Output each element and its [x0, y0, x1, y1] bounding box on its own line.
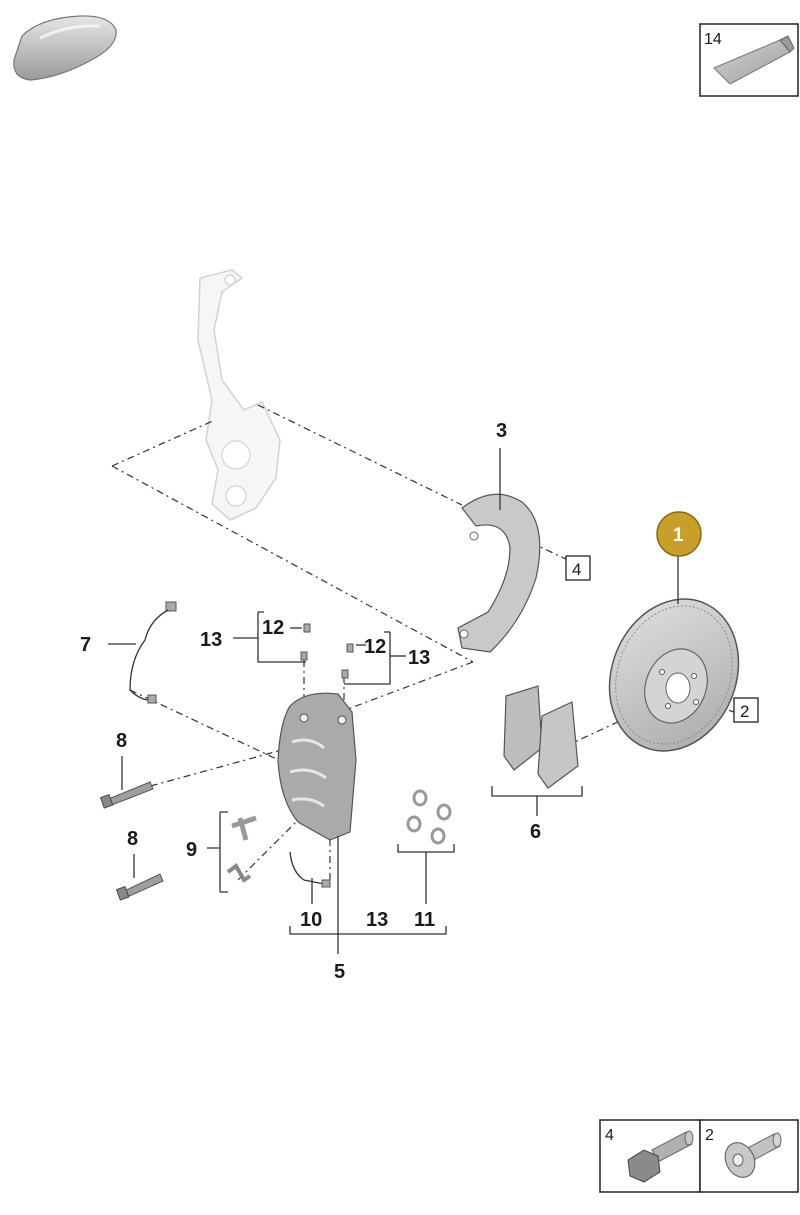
steering-knuckle	[197, 269, 281, 521]
label-3: 3	[496, 420, 507, 442]
grease-tube-icon	[713, 35, 795, 85]
bleeder-screws	[300, 623, 354, 679]
label-2: 2	[740, 702, 749, 721]
label-2-box[interactable]: 2	[733, 697, 759, 723]
label-8-top: 8	[116, 730, 127, 752]
seal-rings	[406, 789, 452, 845]
caliper-bolts	[99, 781, 164, 901]
brake-pads	[503, 685, 579, 789]
label-13-right: 13	[408, 647, 430, 669]
highlight-callout-1[interactable]: 1	[656, 511, 702, 557]
label-9: 9	[186, 839, 197, 861]
label-5: 5	[334, 961, 345, 983]
label-13-left: 13	[200, 629, 222, 651]
wear-sensor	[129, 601, 177, 704]
label-11: 11	[414, 909, 435, 931]
bolt-4-box[interactable]: 4	[599, 1119, 701, 1193]
bolt-2-number: 2	[705, 1127, 714, 1144]
brake-shield	[457, 493, 541, 653]
vehicle-silhouette-icon	[13, 15, 117, 81]
brake-line	[289, 851, 331, 888]
label-4-box[interactable]: 4	[565, 555, 591, 581]
label-14: 14	[704, 31, 722, 48]
grease-tube-box[interactable]: 14	[699, 23, 799, 97]
pad-retaining-clips	[226, 815, 257, 883]
label-6: 6	[530, 821, 541, 843]
wheel-bolt-icon	[724, 1132, 782, 1178]
label-1: 1	[673, 525, 684, 546]
label-10: 10	[300, 909, 322, 931]
label-13-bottom: 13	[366, 909, 388, 931]
label-7: 7	[80, 634, 91, 656]
leader-lines	[108, 448, 679, 954]
label-8-bottom: 8	[127, 828, 138, 850]
label-12-left: 12	[262, 617, 284, 639]
label-12-right: 12	[364, 636, 386, 658]
label-4: 4	[572, 560, 581, 579]
brake-caliper	[277, 692, 357, 841]
bolt-2-box[interactable]: 2	[699, 1119, 799, 1193]
callout-labels: 3 7 8 8 9 13 12 12 13 6 10 13 11 5 4 2 1	[80, 420, 759, 983]
bolt-4-number: 4	[605, 1127, 614, 1144]
brake-disc	[608, 598, 740, 752]
hex-bolt-icon	[627, 1130, 694, 1183]
